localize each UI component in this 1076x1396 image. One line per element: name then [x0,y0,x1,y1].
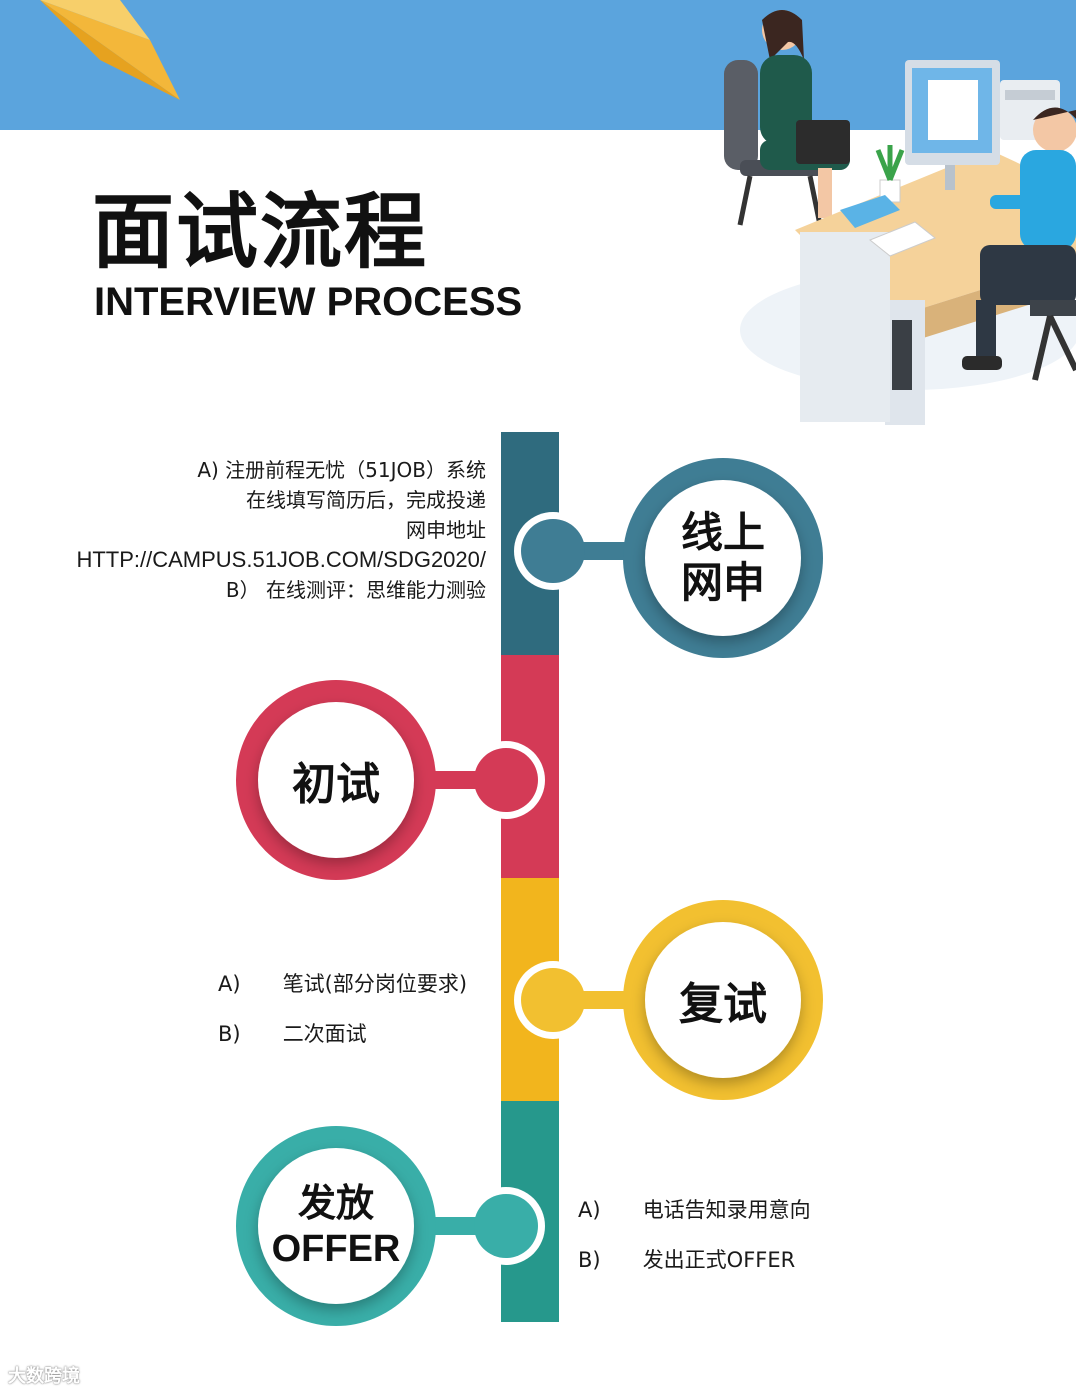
stage-first-interview-label: 初试 [261,705,411,855]
stage-online-label-line1: 线上 [681,508,765,558]
stage-online-label-line2: 网申 [681,558,765,608]
watermark: 大数跨境 [8,1362,80,1388]
stage-first-interview-text: 初试 [292,748,380,812]
stage-online-label: 线上 网申 [648,483,798,633]
list-item: B) 发出正式OFFER [578,1244,795,1274]
list-item-text: 笔试(部分岗位要求) [283,972,467,996]
stage-online-details: A) 注册前程无忧（51JOB）系统 在线填写简历后，完成投递 网申地址 HTT… [76,455,486,605]
list-item-key: B) [218,1022,276,1046]
stage-offer-label-line2: OFFER [272,1226,401,1272]
detail-line: A) 注册前程无忧（51JOB）系统 [76,455,486,485]
list-item-key: A) [578,1198,636,1222]
stage-second-interview-text: 复试 [679,968,767,1032]
list-item: B) 二次面试 [218,1018,367,1048]
detail-line: 在线填写简历后，完成投递 [76,485,486,515]
detail-line: 网申地址 [76,515,486,545]
list-item-key: A) [218,972,276,996]
stage-second-interview-label: 复试 [648,925,798,1075]
stage-offer-label-line1: 发放 [298,1180,374,1226]
application-url: HTTP://CAMPUS.51JOB.COM/SDG2020/ [76,545,486,575]
list-item-text: 电话告知录用意向 [643,1198,811,1222]
list-item-text: 二次面试 [283,1022,367,1046]
list-item-key: B) [578,1248,636,1272]
list-item-text: 发出正式OFFER [643,1248,796,1272]
list-item: A) 电话告知录用意向 [578,1194,811,1224]
detail-line: B） 在线测评：思维能力测验 [76,575,486,605]
list-item: A) 笔试(部分岗位要求) [218,968,467,998]
stage-offer-label: 发放 OFFER [261,1151,411,1301]
